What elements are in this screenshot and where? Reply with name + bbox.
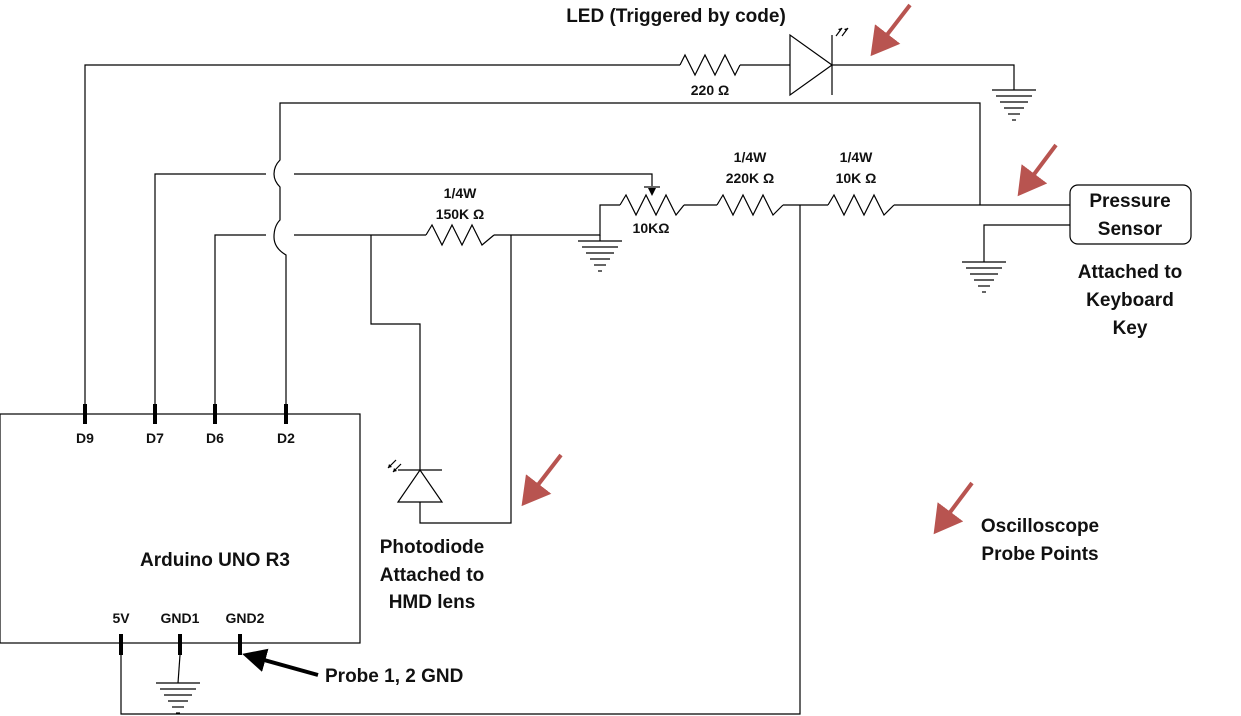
legend-line-1: Oscilloscope — [981, 516, 1099, 537]
resistor-220-ohm — [679, 53, 741, 77]
legend-line-2: Probe Points — [981, 544, 1098, 565]
pressure-sensor-label-2: Sensor — [1098, 219, 1163, 240]
probe-gnd-arrow — [242, 648, 319, 677]
wire-d9 — [84, 64, 680, 404]
led-icon — [789, 27, 849, 97]
arduino-top-pins — [83, 404, 288, 424]
probe-arrow-legend — [933, 481, 974, 535]
pin-gnd2-label: GND2 — [226, 610, 265, 626]
photodiode-note-1: Photodiode — [380, 537, 484, 558]
probe-arrow-photodiode — [521, 453, 563, 507]
ground-icon-pot — [578, 235, 622, 272]
pressure-note-3: Key — [1113, 318, 1148, 339]
resistor-220k — [716, 193, 784, 217]
pin-d7-label: D7 — [146, 430, 164, 446]
wire-photodiode-a — [370, 235, 421, 470]
wire-d2 — [273, 102, 981, 404]
pin-d2-label: D2 — [277, 430, 295, 446]
wire-gnd1 — [177, 654, 181, 684]
r10k-power: 1/4W — [840, 149, 873, 165]
probe-point-arrows — [521, 3, 1058, 535]
arduino-label: Arduino UNO R3 — [140, 550, 290, 571]
potentiometer — [619, 186, 685, 217]
r220k-value: 220K Ω — [726, 170, 775, 186]
pressure-sensor-label-1: Pressure — [1089, 191, 1170, 212]
pressure-note-1: Attached to — [1078, 262, 1183, 283]
arduino-board — [0, 413, 361, 644]
pressure-sensor-box — [1069, 184, 1192, 245]
pin-5v-label: 5V — [112, 610, 130, 626]
photodiode-note-2: Attached to — [380, 565, 485, 586]
resistor-220-label: 220 Ω — [691, 82, 729, 98]
probe-arrow-sensor — [1017, 143, 1058, 197]
pin-d6-label: D6 — [206, 430, 224, 446]
pressure-note-2: Keyboard — [1086, 290, 1174, 311]
pin-gnd1-label: GND1 — [161, 610, 200, 626]
ground-icon-sensor — [962, 261, 1006, 293]
wire-sensor-gnd — [983, 224, 1070, 262]
photodiode-note-3: HMD lens — [389, 592, 476, 613]
pot-value: 10KΩ — [633, 220, 670, 236]
photodiode-icon — [387, 459, 444, 503]
r150k-power: 1/4W — [444, 185, 477, 201]
r150k-value: 150K Ω — [436, 206, 485, 222]
wire-to-pot — [511, 204, 620, 236]
arduino-bottom-pins — [119, 634, 242, 655]
r10k-value: 10K Ω — [836, 170, 877, 186]
led-title: LED (Triggered by code) — [566, 6, 786, 27]
resistor-10k — [827, 193, 895, 217]
ground-icon-led — [992, 89, 1036, 121]
wire-d7 — [154, 173, 653, 404]
probe-arrow-led — [870, 3, 912, 57]
wire-photodiode-b — [419, 235, 512, 524]
probe-gnd-label: Probe 1, 2 GND — [325, 666, 463, 687]
wire-led-gnd — [832, 64, 1015, 90]
pin-d9-label: D9 — [76, 430, 94, 446]
r220k-power: 1/4W — [734, 149, 767, 165]
wire-d6 — [214, 234, 426, 404]
ground-icon-gnd1 — [156, 682, 200, 714]
resistor-150k — [425, 223, 495, 247]
wire-5v-loop — [120, 205, 801, 715]
